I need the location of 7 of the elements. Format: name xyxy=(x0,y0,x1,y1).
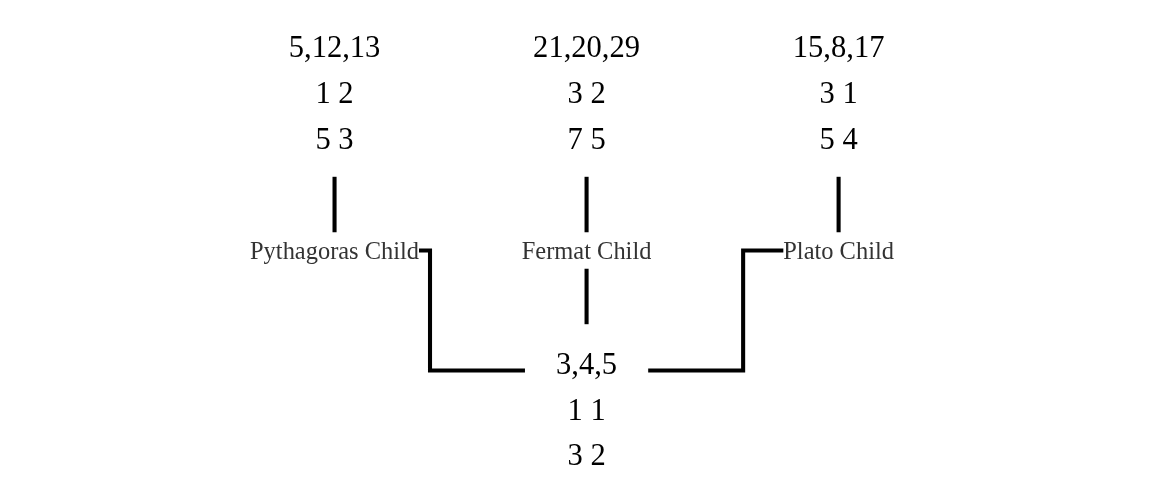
edge-label: Fermat Child xyxy=(521,237,652,264)
node-text: 15,8,17 3 1 5 4 xyxy=(792,29,885,155)
edge-label: Plato Child xyxy=(783,237,894,264)
node-text: 5,12,13 1 2 5 3 xyxy=(288,29,381,155)
node-text: 3,4,5 1 1 3 2 xyxy=(556,346,618,472)
edge-label: Pythagoras Child xyxy=(250,237,420,264)
node-text: 21,20,29 3 2 7 5 xyxy=(533,29,641,155)
